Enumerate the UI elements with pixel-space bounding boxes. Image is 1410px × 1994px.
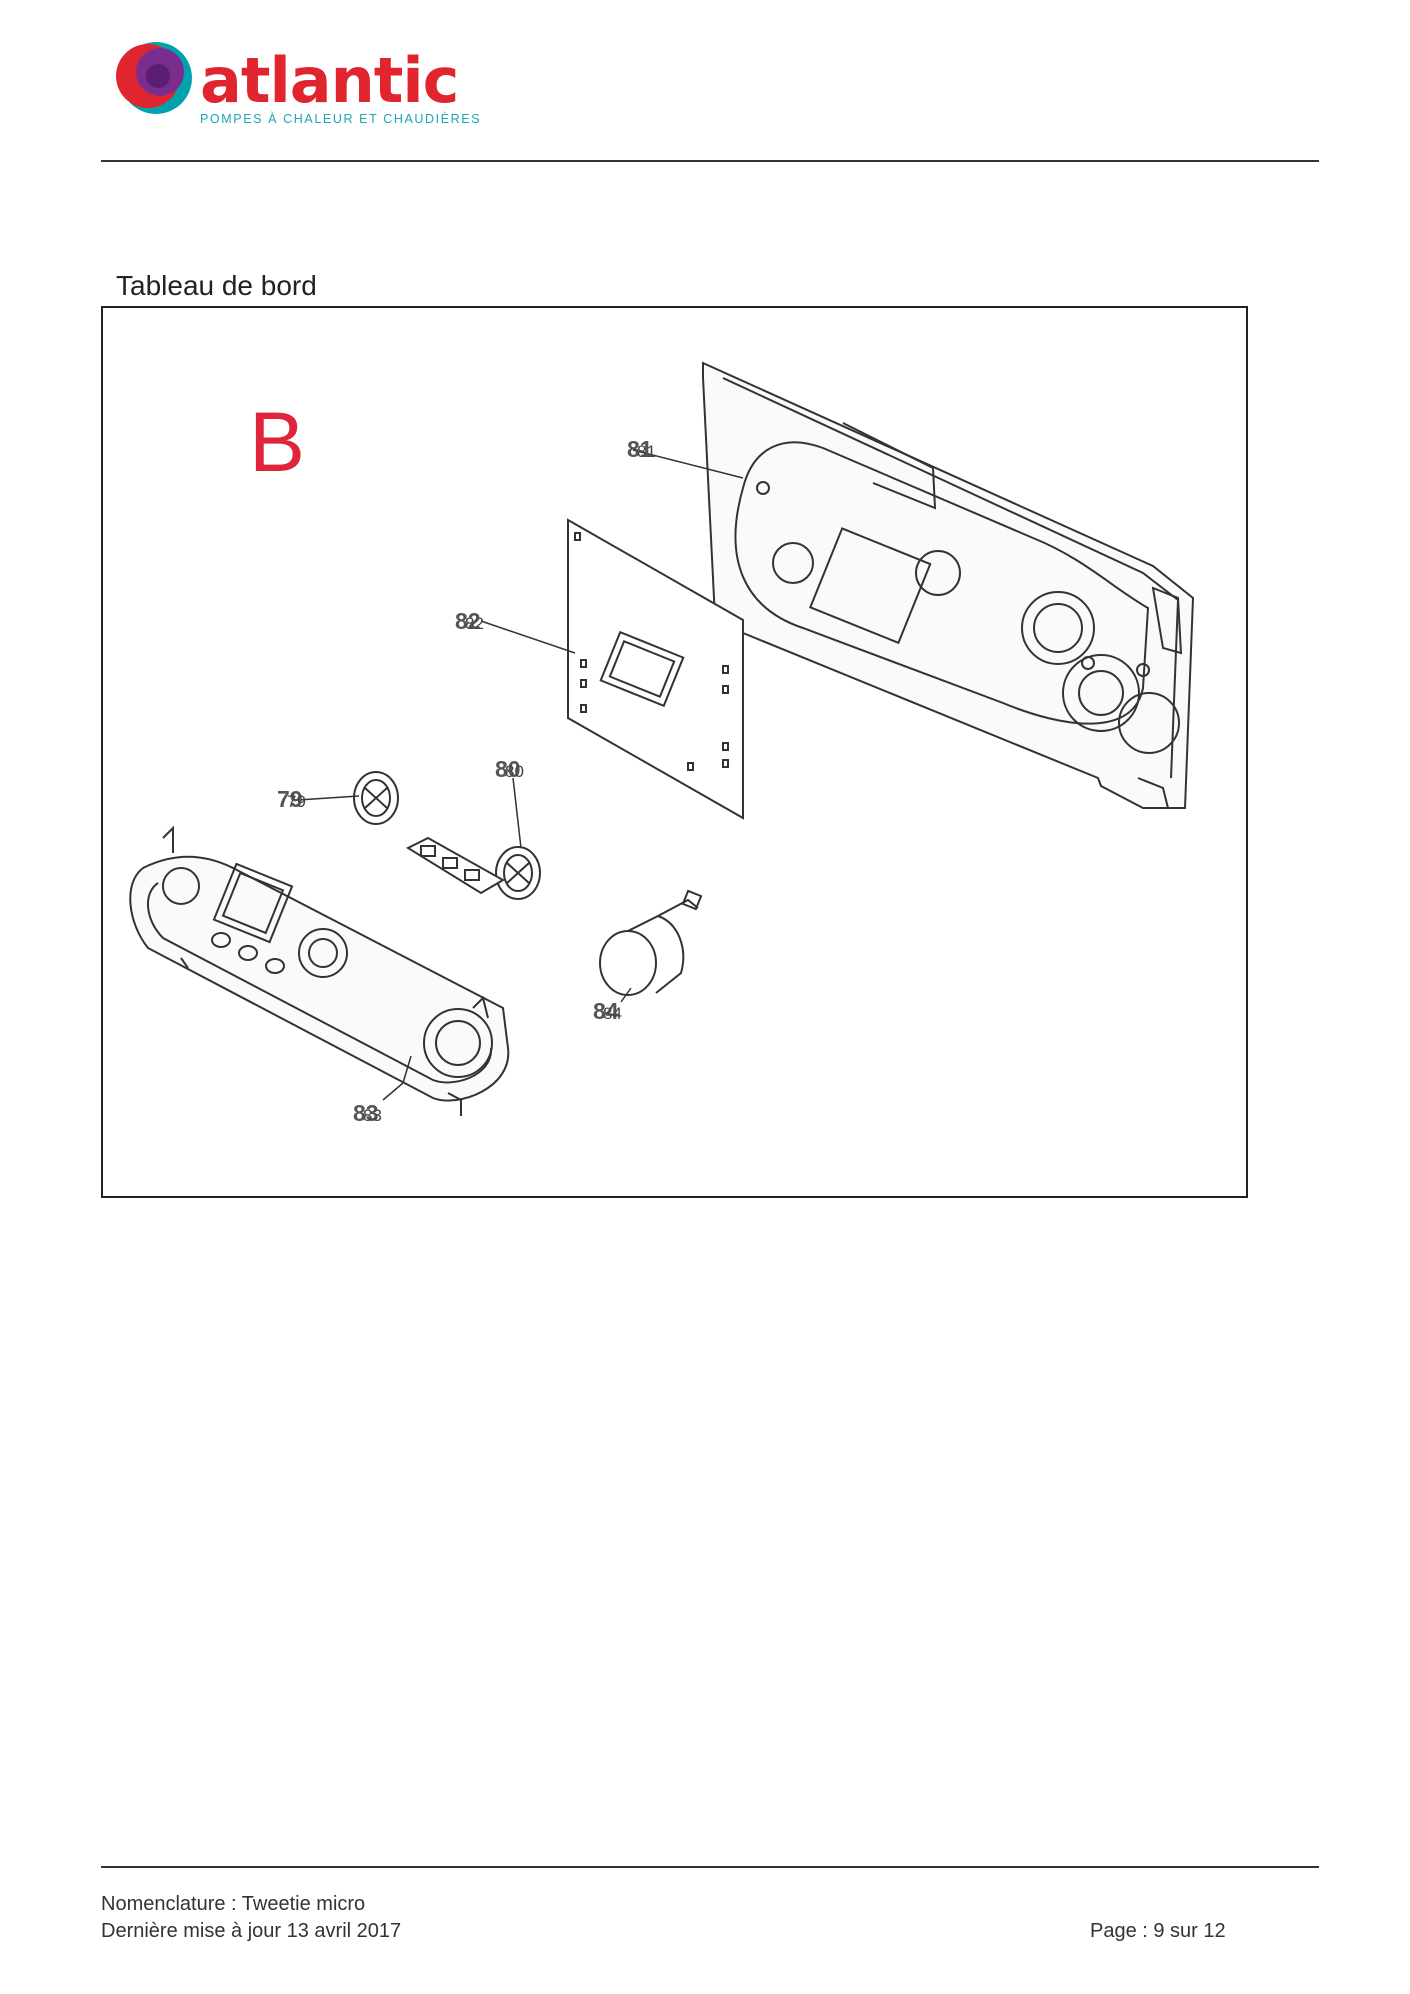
header-divider: [101, 160, 1319, 162]
header-logo: atlantic POMPES À CHALEUR ET CHAUDIÈRES: [112, 36, 492, 136]
front-panel-part: [129, 825, 510, 1116]
dashboard-exploded-diagram: [129, 361, 1195, 1116]
footer-document-title: Nomenclature : Tweetie micro: [101, 1893, 366, 1915]
knob-79-part: [353, 771, 399, 825]
atlantic-swirl-logo-icon: [116, 42, 192, 114]
knob-84-part: [599, 889, 703, 996]
leader-lines: [297, 449, 744, 1101]
footer-last-update: Dernière mise à jour 13 avril 2017: [101, 1920, 402, 1942]
footer-page-number: Page : 9 sur 12: [1090, 1920, 1226, 1942]
view-letter: B: [249, 395, 306, 489]
rear-housing-part: [702, 361, 1195, 809]
pcb-board-part: [567, 518, 744, 820]
section-title: Tableau de bord: [116, 270, 317, 301]
brand-name: atlantic: [200, 44, 459, 117]
footer-divider: [101, 1866, 1319, 1868]
knob-80-part: [405, 836, 541, 900]
brand-tagline: POMPES À CHALEUR ET CHAUDIÈRES: [200, 112, 482, 126]
